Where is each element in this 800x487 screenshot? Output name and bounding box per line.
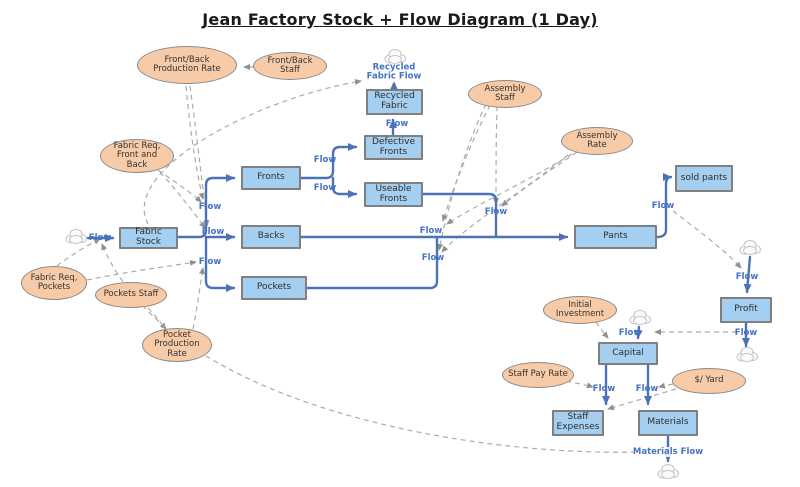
stock-fabric-stock: Fabric Stock <box>119 227 178 249</box>
stock-sold-pants: sold pants <box>675 165 733 192</box>
converter-front-back-staff: Front/Back Staff <box>253 52 327 80</box>
flow-label-backs-branch: Flow <box>201 227 225 237</box>
flow-label-useable: Flow <box>313 183 337 193</box>
converter-assembly-rate: Assembly Rate <box>561 127 633 155</box>
connector-assembly-rate-2 <box>446 153 573 225</box>
pipe-fronts-to-defective <box>299 143 358 180</box>
stock-materials: Materials <box>638 410 698 436</box>
pipe-useable-join <box>421 192 498 238</box>
cloud-icon <box>657 464 679 479</box>
connector-initial-investment-to-capital <box>595 321 609 339</box>
diagram-title: Jean Factory Stock + Flow Diagram (1 Day… <box>202 10 598 29</box>
flow-label-capital-in: Flow <box>618 328 642 338</box>
connector-fabricreq-fb-to-fronts-flow <box>157 169 202 203</box>
connector-assembly-staff-1 <box>493 105 500 205</box>
flow-label-fronts-branch: Flow <box>198 202 222 212</box>
connector-rate-to-fronts-flow <box>185 85 205 200</box>
connector-pocket-rate-to-pockets-flow <box>192 267 205 330</box>
converter-fabric-req-front-and-back: Fabric Req, Front and Back <box>100 139 174 173</box>
cloud-icon <box>736 347 758 362</box>
converter-assembly-staff: Assembly Staff <box>468 80 542 108</box>
connector-assembly-staff-2 <box>441 104 491 222</box>
pipe-fabric-to-fronts <box>176 174 236 239</box>
stock-profit: Profit <box>720 297 772 323</box>
converter-dollar-per-yard: $/ Yard <box>672 368 746 394</box>
flow-label-staff-expenses: Flow <box>592 384 616 394</box>
flow-label-assembly-main: Flow <box>419 226 443 236</box>
stock-staff-expenses: Staff Expenses <box>552 410 604 436</box>
flow-label-defective: Flow <box>313 155 337 165</box>
stock-recycled-fabric: Recycled Fabric <box>366 89 423 115</box>
connector-dollar-yard-to-materials-flow <box>658 382 674 389</box>
flow-label-pockets-branch: Flow <box>198 257 222 267</box>
connector-assembly-rate-1 <box>501 151 578 207</box>
flow-label-useable-join: Flow <box>484 207 508 217</box>
flow-label-materials: Flow <box>635 384 659 394</box>
connector-pockets-staff-to-rate <box>147 307 167 330</box>
flow-label-recycle: Flow <box>385 119 409 129</box>
stock-pockets: Pockets <box>241 276 307 300</box>
stock-useable-fronts: Useable Fronts <box>364 182 423 207</box>
cloud-icon <box>629 310 651 325</box>
converter-staff-pay-rate: Staff Pay Rate <box>502 362 574 388</box>
stock-backs: Backs <box>241 225 301 249</box>
flow-label-pockets-join: Flow <box>421 253 445 263</box>
connector-staff-pay-rate-to-flow <box>565 380 594 389</box>
cloud-icon <box>739 240 761 255</box>
connector-materials-flow-to-fabric-inflow <box>101 243 637 453</box>
flow-label-profit-out: Flow <box>734 328 758 338</box>
flow-label-fabric-inflow: Flow <box>88 233 112 243</box>
stock-pants: Pants <box>574 225 657 249</box>
pipe-fabric-to-pockets <box>204 235 236 292</box>
pipe-cloud-to-profit <box>743 255 752 294</box>
connector-sales-to-profit-flow <box>672 210 742 269</box>
connector-fabric-stock-to-recycled-flow <box>143 79 362 225</box>
cloud-icon <box>65 229 87 244</box>
connector-fabricreq-pockets-to-pockets-flow <box>86 259 197 281</box>
converter-fabric-req-pockets: Fabric Req, Pockets <box>21 266 87 300</box>
pipe-pants-to-sold-pants <box>655 173 673 239</box>
flow-label-sales: Flow <box>651 201 675 211</box>
cloud-icon <box>384 49 406 64</box>
connector-dollar-yard-cross <box>607 388 677 411</box>
pipe-pockets-join <box>305 236 439 290</box>
connector-assembly-staff-3 <box>437 103 487 251</box>
converter-pockets-staff: Pockets Staff <box>95 282 167 308</box>
pipe-cloud-to-capital <box>634 325 643 340</box>
stock-defective-fronts: Defective Fronts <box>364 135 423 160</box>
connector-assembly-rate-3 <box>441 154 569 253</box>
pipe-fronts-to-useable <box>331 176 358 198</box>
converter-initial-investment: Initial Investment <box>543 296 617 324</box>
flow-label-materials-flow: Materials Flow <box>632 447 704 457</box>
stock-capital: Capital <box>598 342 658 365</box>
flow-label-profit-in: Flow <box>735 272 759 282</box>
connector-fabricreq-pockets-to-inflow <box>56 238 101 267</box>
stock-fronts: Fronts <box>241 166 301 190</box>
flow-pipes <box>86 80 752 463</box>
connector-fabricreq-fb-to-backs-flow <box>159 171 206 229</box>
converter-pocket-production-rate: Pocket Production Rate <box>142 328 212 362</box>
flow-label-recycled-fabric-flow: Recycled Fabric Flow <box>365 62 423 83</box>
converter-front-back-production-rate: Front/Back Production Rate <box>137 46 237 84</box>
